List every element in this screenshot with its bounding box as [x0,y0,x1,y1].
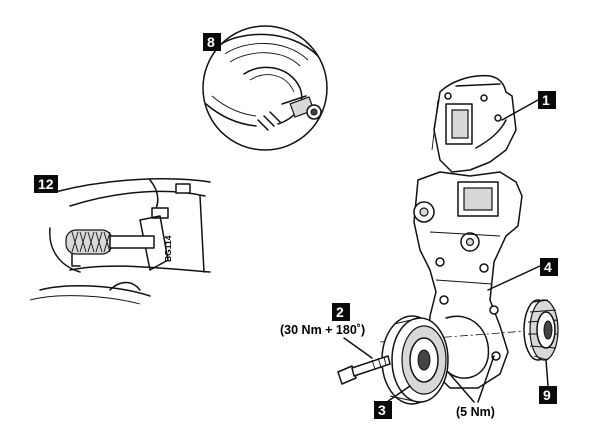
tool-code-label: BG114 [163,235,173,262]
leader-2 [343,337,373,359]
callout-8: 8 [203,33,221,51]
svg-text:9: 9 [543,387,551,403]
leader-1 [501,99,539,121]
svg-text:12: 12 [38,176,54,192]
upper-timing-cover [431,74,517,173]
lower-timing-cover [413,171,523,389]
callout-3: 3 [374,401,392,419]
callout-4: 4 [540,258,558,276]
svg-text:4: 4 [544,259,552,275]
callout-12: 12 [34,175,58,193]
callout-2: 2 [332,303,350,321]
crankshaft-sprocket [523,299,559,361]
detail-inset-12 [29,178,211,305]
tool-shaft [109,235,155,249]
callout-1: 1 [538,91,556,109]
callout-9: 9 [539,386,557,404]
detail-inset-8 [202,25,328,151]
cover-bolt-torque-label: (5 Nm) [456,405,495,419]
svg-text:3: 3 [378,402,386,418]
bolt-torque-label: (30 Nm + 180˚) [280,323,365,337]
svg-text:1: 1 [542,92,550,108]
crankshaft-pulley [381,315,449,405]
leader-9 [545,359,549,387]
leader-4 [487,265,541,291]
svg-text:2: 2 [336,304,344,320]
crank-bolt [337,355,391,385]
centre-line [379,329,541,343]
leader-5nm [447,355,495,403]
svg-text:8: 8 [207,34,215,50]
